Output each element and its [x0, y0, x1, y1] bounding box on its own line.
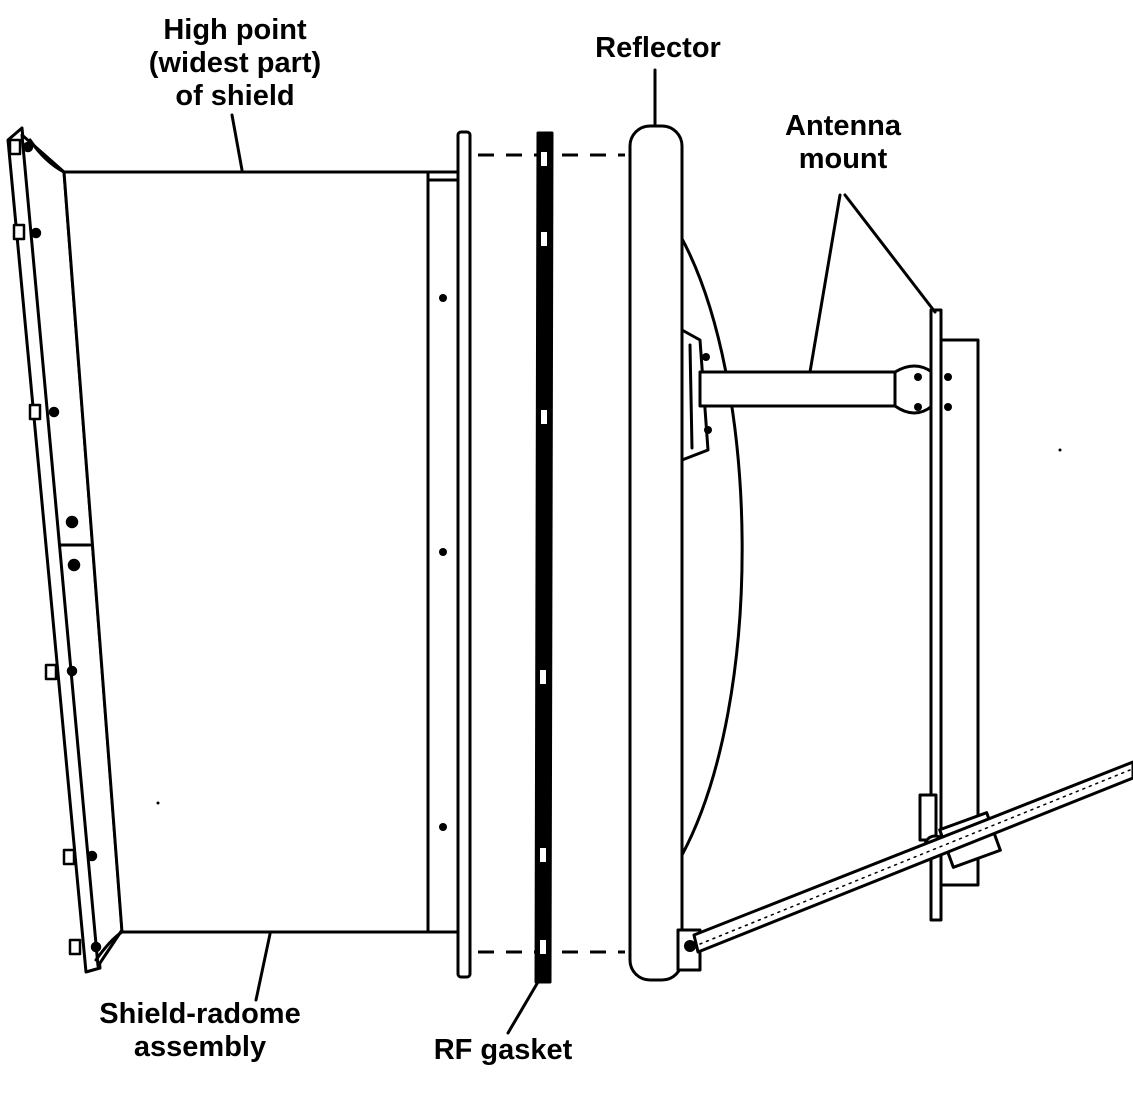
antenna-mount — [843, 193, 1002, 922]
reflector-dish-back — [678, 233, 744, 857]
label-rf-gasket-text: RF gasket — [433, 1034, 573, 1066]
rf-gasket — [506, 131, 554, 1035]
shield-top-curve — [28, 138, 66, 174]
tube-body — [698, 370, 902, 408]
shield-radome-assembly — [6, 126, 472, 979]
shield-rim-flange — [456, 130, 472, 979]
label-reflector: Reflector — [570, 32, 746, 65]
shield-radome-leader — [254, 932, 272, 1002]
reflector-rim — [628, 124, 684, 982]
label-high-point-line1: High point — [163, 14, 307, 46]
label-high-point-line3: of shield — [175, 80, 295, 112]
tube-clamp — [893, 364, 934, 415]
shield-bottom-curve — [94, 930, 124, 962]
label-high-point-line2: (widest part) — [148, 47, 322, 79]
antenna-mount-leader-1 — [808, 193, 842, 374]
speck — [1058, 448, 1062, 452]
reflector-hub-bracket — [680, 328, 710, 462]
label-antenna-mount: Antenna mount — [760, 110, 926, 176]
hub-bracket-edge — [688, 343, 694, 450]
support-tube — [698, 193, 934, 415]
alignment-dashes — [478, 153, 625, 954]
label-shield-radome: Shield-radome assembly — [80, 998, 320, 1064]
speck — [156, 801, 160, 805]
mount-back-pole — [938, 338, 980, 887]
mount-rod — [929, 308, 943, 922]
label-high-point: High point (widest part) of shield — [115, 14, 355, 113]
shield-outer-flange — [6, 126, 102, 974]
rim-bolt-holes — [439, 294, 447, 831]
bottom-bracket-bolt — [684, 940, 696, 952]
antenna-mount-leader-2 — [843, 193, 937, 314]
label-antenna-mount-line1: Antenna — [785, 110, 901, 142]
label-shield-radome-line1: Shield-radome — [99, 998, 301, 1030]
rf-gasket-leader — [506, 980, 540, 1035]
mount-bolts — [914, 373, 952, 411]
label-shield-radome-line2: assembly — [133, 1031, 267, 1063]
label-rf-gasket: RF gasket — [410, 1034, 596, 1067]
shield-body — [62, 170, 430, 934]
hub-bolts — [702, 353, 712, 434]
elevation-rod — [692, 760, 1133, 954]
label-reflector-text: Reflector — [595, 32, 721, 64]
high-point-leader — [230, 113, 244, 172]
lower-clamp-bracket — [918, 793, 938, 842]
label-antenna-mount-line2: mount — [798, 143, 888, 175]
flange-bolts — [8, 138, 102, 956]
reflector — [628, 68, 744, 982]
